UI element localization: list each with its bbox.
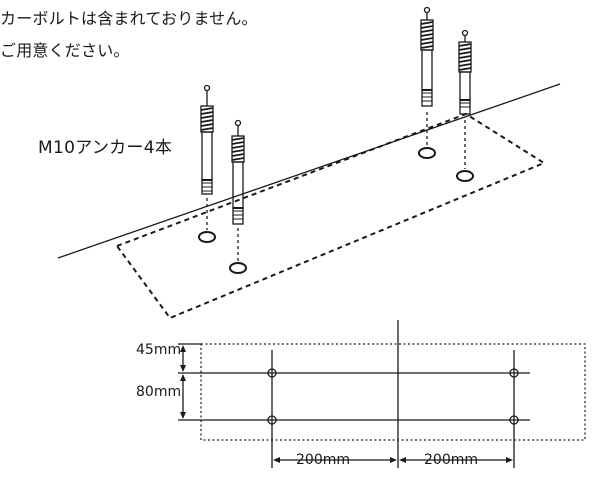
floor-edge-line	[57, 83, 561, 259]
anchor-hole	[418, 147, 436, 159]
anchor-hole	[456, 170, 474, 182]
anchor-hole	[198, 231, 216, 243]
dimension-label-45: 45mm	[136, 342, 182, 358]
plan-hole	[509, 368, 519, 378]
anchor-hole	[229, 262, 247, 274]
plan-hole	[509, 415, 519, 425]
plan-dotted-outline	[200, 343, 586, 441]
anchor-bolt-icon	[458, 29, 472, 115]
dimension-label-80: 80mm	[136, 384, 182, 400]
note-text-line2: ご用意ください。	[0, 41, 130, 60]
anchor-count-label: M10アンカー4本	[38, 138, 173, 158]
plan-hole	[267, 368, 277, 378]
anchor-bolt-icon	[420, 6, 434, 107]
anchor-bolt-icon	[200, 84, 214, 195]
dimension-label-200-right: 200mm	[424, 452, 478, 468]
plan-hole	[267, 415, 277, 425]
dimension-label-200-left: 200mm	[296, 452, 350, 468]
anchor-bolt-icon	[231, 119, 245, 225]
note-text-line1: カーボルトは含まれておりません。	[0, 9, 258, 28]
